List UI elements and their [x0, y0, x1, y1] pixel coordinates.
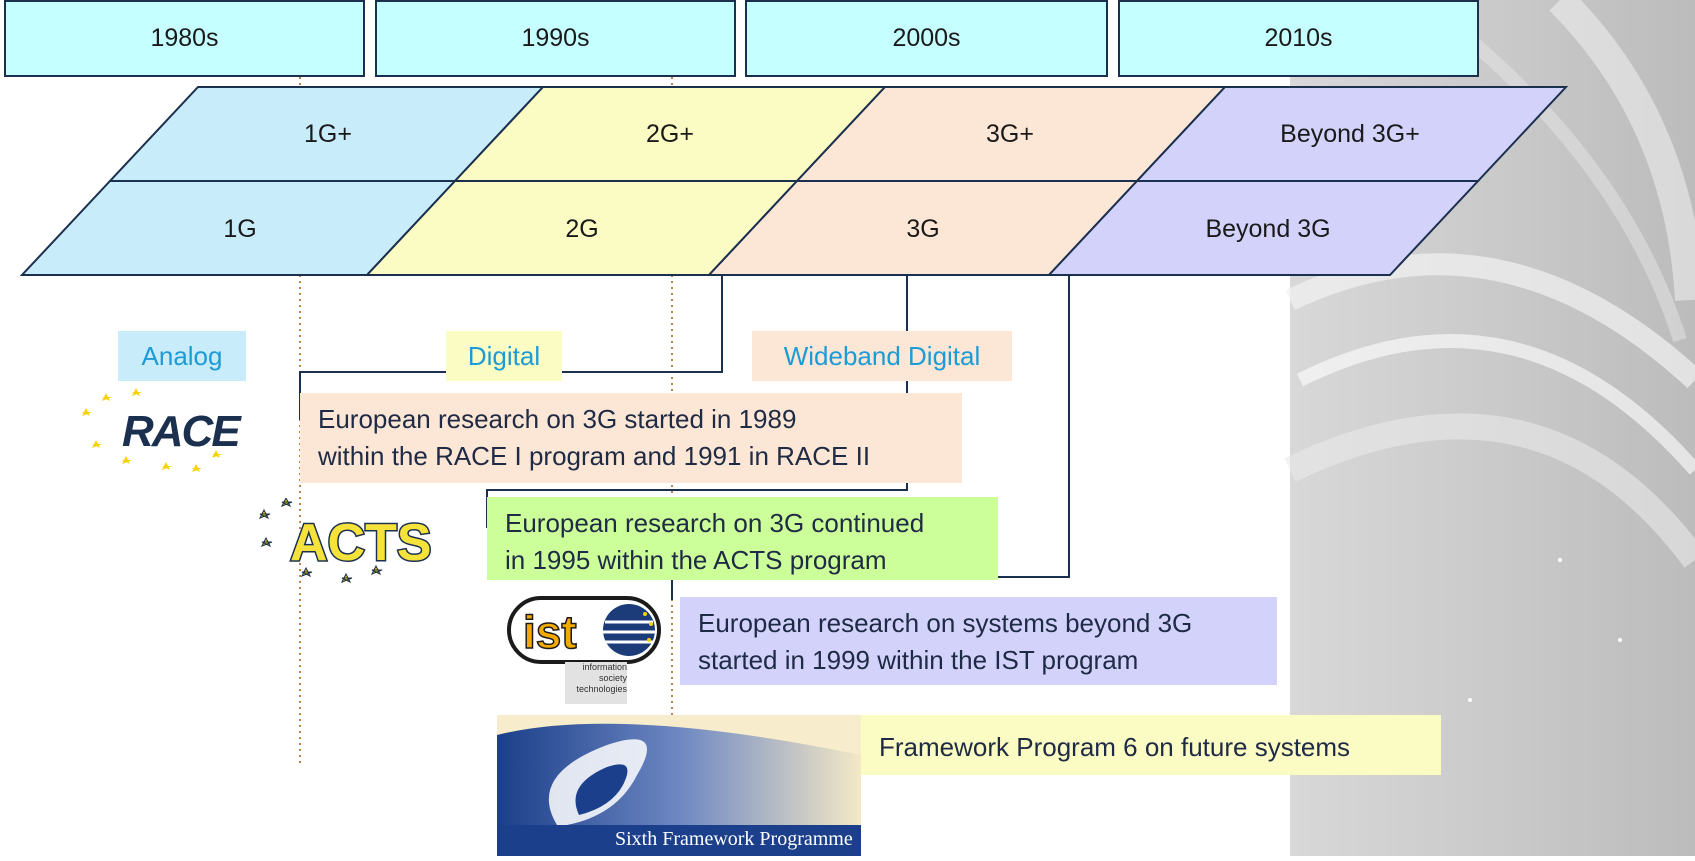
band-beyond-3g — [1046, 180, 1481, 276]
tag-digital: Digital — [446, 331, 562, 381]
tag-analog: Analog — [118, 331, 246, 381]
acts-logo: ACTS — [242, 496, 457, 593]
label-2g-plus: 2G+ — [646, 120, 694, 148]
decade-1980s: 1980s — [4, 0, 365, 77]
label-3g: 3G — [906, 215, 940, 243]
note-ist: European research on systems beyond 3G s… — [680, 597, 1277, 685]
label-1g: 1G — [223, 215, 257, 243]
note-acts: European research on 3G continued in 199… — [487, 497, 998, 580]
connector-beyond — [998, 275, 1070, 578]
svg-text:RACE: RACE — [122, 407, 242, 456]
ist-logo: ist information society technologies — [505, 592, 665, 707]
tag-wideband-digital: Wideband Digital — [752, 331, 1012, 381]
decade-2000s: 2000s — [745, 0, 1108, 77]
note-fp6: Framework Program 6 on future systems — [861, 715, 1441, 775]
decade-1990s: 1990s — [375, 0, 736, 77]
decade-2010s: 2010s — [1118, 0, 1479, 77]
fp6-logo-text: Sixth Framework Programme — [615, 828, 853, 850]
fp6-logo: Sixth Framework Programme — [497, 715, 861, 856]
race-logo: RACE — [62, 386, 272, 486]
label-1g-plus: 1G+ — [304, 120, 352, 148]
svg-text:ist: ist — [523, 606, 577, 658]
note-race: European research on 3G started in 1989 … — [300, 393, 962, 483]
label-2g: 2G — [565, 215, 599, 243]
ist-logo-subtext: information society technologies — [576, 662, 627, 694]
svg-text:ACTS: ACTS — [290, 514, 432, 572]
label-3g-plus: 3G+ — [986, 120, 1034, 148]
label-beyond-3g: Beyond 3G — [1205, 215, 1331, 243]
label-beyond-3g-plus: Beyond 3G+ — [1280, 120, 1420, 148]
